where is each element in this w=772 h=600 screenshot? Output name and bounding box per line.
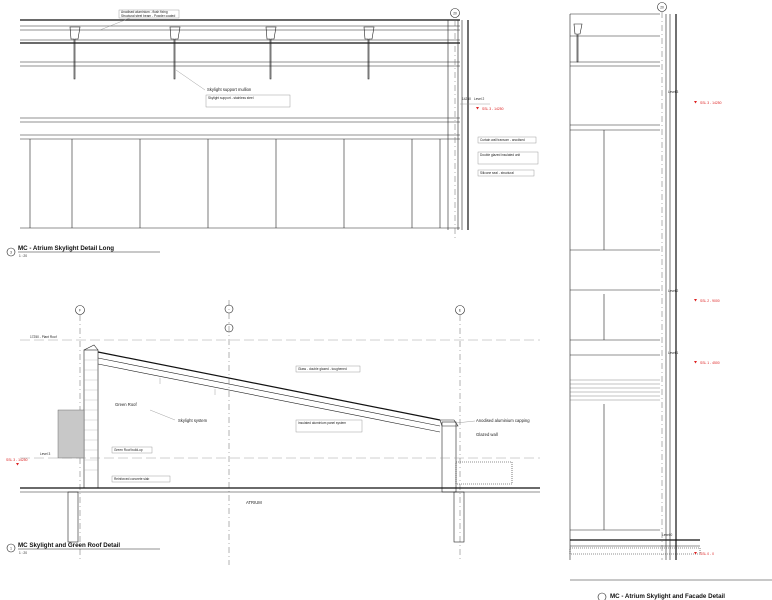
note-support-mullion: Skylight support mullion bbox=[207, 87, 252, 92]
note-green-roof: Green Roof bbox=[115, 402, 137, 407]
section-marker bbox=[224, 304, 234, 314]
view-number-bubble bbox=[597, 592, 607, 600]
tag-text: Green Roof build-up bbox=[114, 448, 143, 452]
tag-text: Reinforced concrete slab bbox=[114, 477, 149, 481]
view-title-green-roof: MC Skylight and Green Roof Detail bbox=[18, 542, 120, 549]
grid-label: F bbox=[79, 308, 81, 312]
view-facade-detail: 20 Level 3 SSL 3 - 14250 Leve bbox=[569, 2, 772, 600]
note-glazed-wall: Glazed wall bbox=[476, 432, 498, 437]
level-ssl: SSL 0 - 0 bbox=[700, 552, 714, 556]
tag-text: Anodised aluminium - flush fixing bbox=[121, 10, 168, 14]
level-name: Level 3 bbox=[668, 90, 679, 94]
note-atrium: ATRIUM bbox=[246, 500, 262, 505]
view-scale: 1 : 20 bbox=[19, 551, 27, 555]
level-name: Level 3 bbox=[40, 452, 51, 456]
grid-bubble-20 bbox=[657, 2, 667, 12]
view-number: 3 bbox=[10, 250, 12, 254]
note-coping: Anodised aluminium capping bbox=[476, 418, 530, 423]
level-ssl: SSL 3 - 14250 bbox=[6, 458, 28, 462]
level-name: Level 1 bbox=[668, 351, 679, 355]
note-skylight-system: Skylight system bbox=[178, 418, 208, 423]
tag-text: Structural steel beam - Powder coated bbox=[121, 14, 175, 18]
view-title-facade: MC - Atrium Skylight and Facade Detail bbox=[610, 593, 725, 600]
level-value: 14250 bbox=[462, 97, 471, 101]
grid-label: 20 bbox=[660, 5, 664, 9]
grid-bubble-e bbox=[455, 305, 465, 315]
grid-bubble-20 bbox=[450, 8, 460, 18]
view-number: 1 bbox=[10, 546, 12, 550]
level-ssl: SSL 3 - 14250 bbox=[700, 101, 722, 105]
tag-text: Glass - double glazed - toughened bbox=[298, 367, 347, 371]
level-plant: 17250 - Plant Roof bbox=[30, 335, 57, 339]
tag-text: Curtain wall transom - anodised bbox=[480, 138, 525, 142]
view-number-bubble bbox=[6, 543, 16, 553]
view-number-bubble bbox=[6, 247, 16, 257]
tag-text: Insulated aluminium panel system bbox=[298, 421, 346, 425]
view-title-long: MC - Atrium Skylight Detail Long bbox=[18, 245, 114, 252]
view-skylight-detail-long: 20 Anodised aluminium - flush fixing Str… bbox=[6, 8, 539, 258]
tag-text: Skylight support - stainless steel bbox=[208, 96, 254, 100]
grid-bubble-f bbox=[75, 305, 85, 315]
level-name: Level 2 bbox=[668, 289, 679, 293]
level-ssl: SSL 3 - 14250 bbox=[482, 107, 504, 111]
skylight-brackets bbox=[69, 26, 375, 80]
section-marker bbox=[224, 323, 234, 333]
grid-label: E bbox=[459, 308, 461, 312]
tag-text: Double glazed insulated unit bbox=[480, 153, 520, 157]
level-name: Level 0 bbox=[662, 533, 673, 537]
level-name: Level 2 bbox=[474, 97, 485, 101]
level-ssl: SSL 1 - 4500 bbox=[700, 361, 720, 365]
level-ssl: SSL 2 - 9000 bbox=[700, 299, 720, 303]
view-scale: 1 : 20 bbox=[19, 254, 27, 258]
tag-text: Silicone seal - structural bbox=[480, 171, 514, 175]
view-green-roof-detail: F E 17250 - Plant Roof bbox=[6, 300, 540, 565]
grid-label: 20 bbox=[453, 11, 457, 15]
